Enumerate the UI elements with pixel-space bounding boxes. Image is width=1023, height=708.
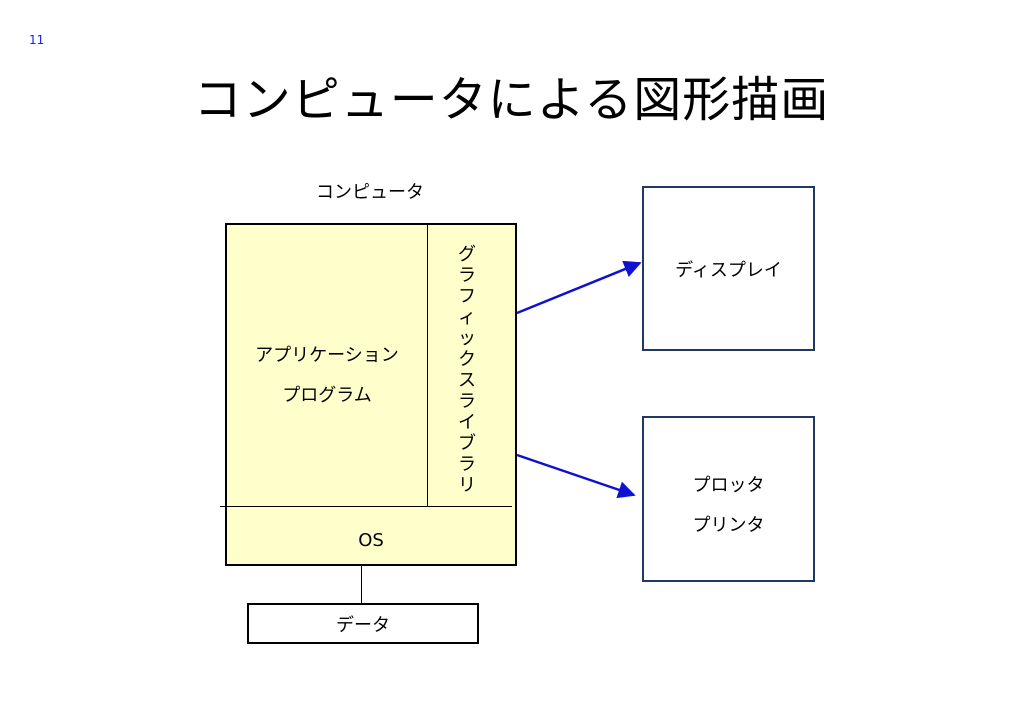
application-line-2: プログラム (282, 385, 372, 406)
graphics-library-label: グラフィックスライブラリ (458, 244, 476, 496)
plotter-printer-box: プロッタ プリンタ (642, 416, 815, 582)
data-connector-line (361, 566, 362, 604)
application-program-label: アプリケーション プログラム (226, 336, 428, 416)
computer-label: コンピュータ (316, 182, 424, 203)
arrow-to-plotter (516, 453, 636, 499)
display-box: ディスプレイ (642, 186, 815, 351)
application-line-1: アプリケーション (255, 345, 399, 366)
printer-label: プリンタ (692, 515, 765, 536)
data-box: データ (247, 603, 479, 644)
library-divider (427, 224, 428, 506)
os-label: OS (358, 530, 384, 551)
plotter-label: プロッタ (692, 475, 765, 496)
page-number: 11 (29, 33, 45, 47)
slide-title: コンピュータによる図形描画 (193, 72, 830, 128)
computer-box (225, 223, 517, 566)
os-divider (220, 506, 512, 507)
arrow-to-display (516, 260, 642, 315)
display-label: ディスプレイ (675, 260, 782, 281)
data-label: データ (336, 614, 390, 636)
plotter-printer-label: プロッタ プリンタ (644, 466, 813, 546)
